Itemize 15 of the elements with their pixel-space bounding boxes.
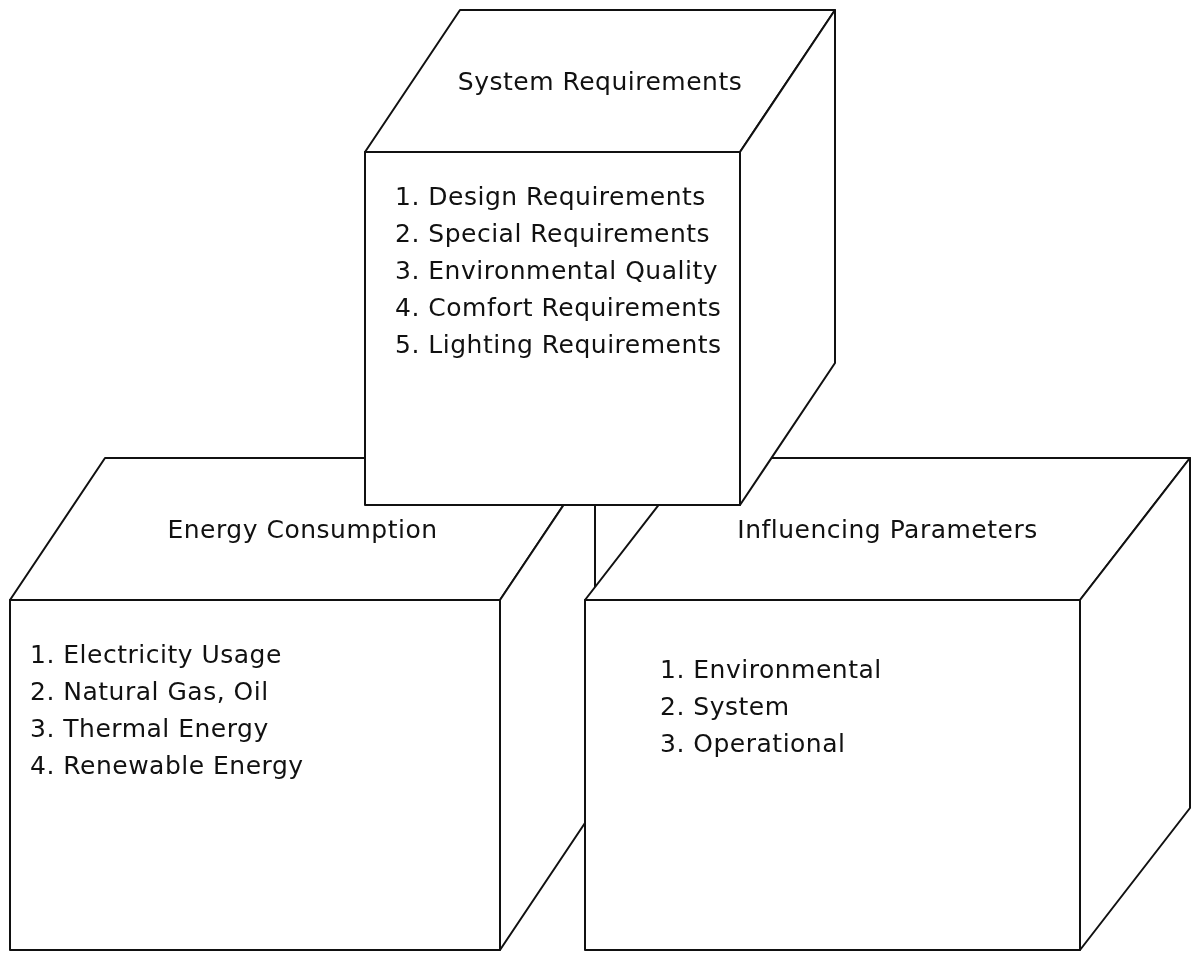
list-item: 1. Design Requirements — [395, 182, 706, 211]
list-item: 4. Comfort Requirements — [395, 293, 722, 322]
list-item: 4. Renewable Energy — [30, 751, 304, 780]
list-item: 1. Environmental — [660, 655, 882, 684]
cube-heading: Energy Consumption — [167, 514, 438, 544]
list-item: 3. Thermal Energy — [30, 714, 269, 743]
list-item: 1. Electricity Usage — [30, 640, 282, 669]
list-item: 2. Natural Gas, Oil — [30, 677, 269, 706]
list-item: 5. Lighting Requirements — [395, 330, 722, 359]
list-item: 2. Special Requirements — [395, 219, 711, 248]
list-item: 2. System — [660, 692, 790, 721]
cube-heading: Influencing Parameters — [737, 514, 1038, 544]
cube-heading: System Requirements — [457, 66, 743, 96]
list-item: 3. Operational — [660, 729, 846, 758]
list-item: 3. Environmental Quality — [395, 256, 718, 285]
